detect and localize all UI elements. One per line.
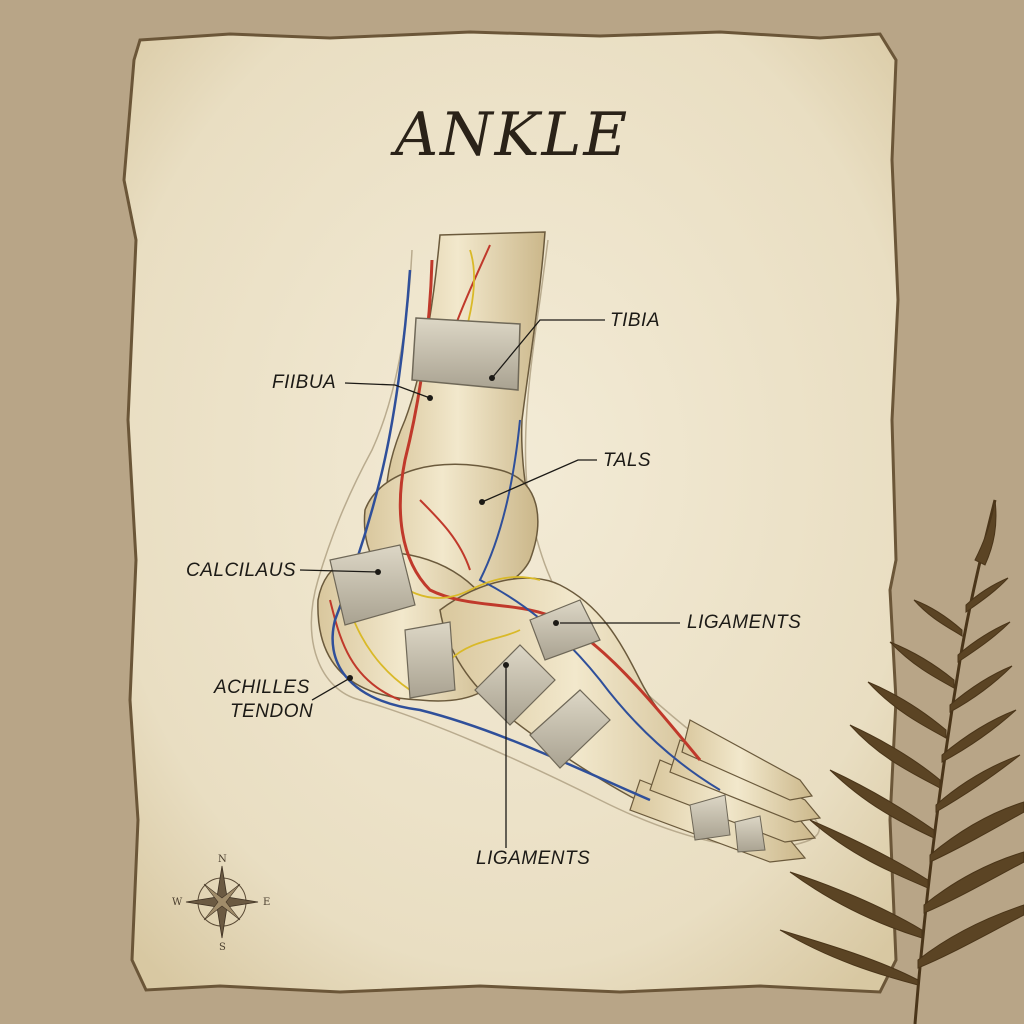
fern-leaf-l4 (829, 769, 935, 839)
compass-s: S (219, 942, 226, 953)
fern-leaf-r3 (929, 801, 1024, 863)
leader-talus (481, 459, 597, 503)
leader-lines (299, 319, 680, 848)
compass-n: N (218, 854, 227, 865)
fern-leaf-r6 (949, 665, 1013, 713)
label-tibia: TIBIA (610, 310, 661, 331)
arrow-calcaneus (375, 569, 381, 575)
toe-bandage-1 (689, 794, 731, 841)
arrow-achilles (347, 675, 353, 681)
compass-rose (185, 865, 259, 939)
heel-bandage (404, 621, 456, 699)
leader-calcaneus (299, 569, 379, 573)
fern-leaf-r1 (917, 904, 1024, 969)
fern-leaf-l5 (849, 724, 941, 789)
label-ligaments-bottom: LIGAMENTS (476, 848, 591, 869)
fern-leaf-l7 (889, 641, 955, 689)
fern-leaf-r4 (935, 754, 1021, 813)
fern-leaf-r5 (941, 709, 1017, 763)
label-calcaneus: CALCILAUS (186, 560, 297, 581)
toe-bandage-2 (734, 815, 766, 853)
fern-leaf-l6 (867, 681, 947, 739)
arrow-ligaments-bottom (503, 662, 509, 668)
arrow-ligaments-right (553, 620, 559, 626)
label-achilles-line1: ACHILLES (214, 677, 310, 698)
midfoot-bandage-2 (529, 689, 611, 769)
fern-leaf-l3 (809, 819, 929, 889)
artery-main (398, 259, 702, 761)
vein-main (331, 269, 651, 802)
fern-leaf-r7 (957, 621, 1011, 663)
label-achilles-line2: TENDON (230, 701, 314, 722)
compass-star-diagonal (203, 883, 241, 921)
fern-frond (779, 499, 1024, 1024)
diagram-title: ANKLE (394, 100, 630, 170)
arrow-tibia (489, 375, 495, 381)
arrow-talus (479, 499, 485, 505)
toe-4 (681, 719, 814, 801)
label-fibula: FIIBUA (272, 372, 337, 393)
label-talus: TALS (603, 450, 652, 471)
top-bandage (529, 599, 601, 661)
ankle-bandage (329, 544, 416, 626)
nerve-line (349, 249, 541, 691)
arrow-fibula (427, 395, 433, 401)
fern-leaf-l2 (789, 871, 923, 939)
midfoot-bandage-1 (474, 644, 556, 726)
label-ligaments-right: LIGAMENTS (687, 612, 802, 633)
leader-tibia (491, 319, 605, 379)
fern-leaf-l8 (913, 599, 963, 637)
compass-e: E (263, 897, 271, 908)
fern-tip (974, 499, 997, 566)
leader-fibula (344, 382, 431, 399)
leader-achilles (311, 677, 351, 701)
fern-leaf-r8 (965, 577, 1009, 613)
tibia-bandage (411, 317, 521, 391)
fern-leaf-r2 (923, 851, 1024, 914)
leader-arrowheads (347, 375, 559, 681)
compass-w: W (172, 897, 183, 908)
fern-leaf-l1 (779, 929, 919, 986)
